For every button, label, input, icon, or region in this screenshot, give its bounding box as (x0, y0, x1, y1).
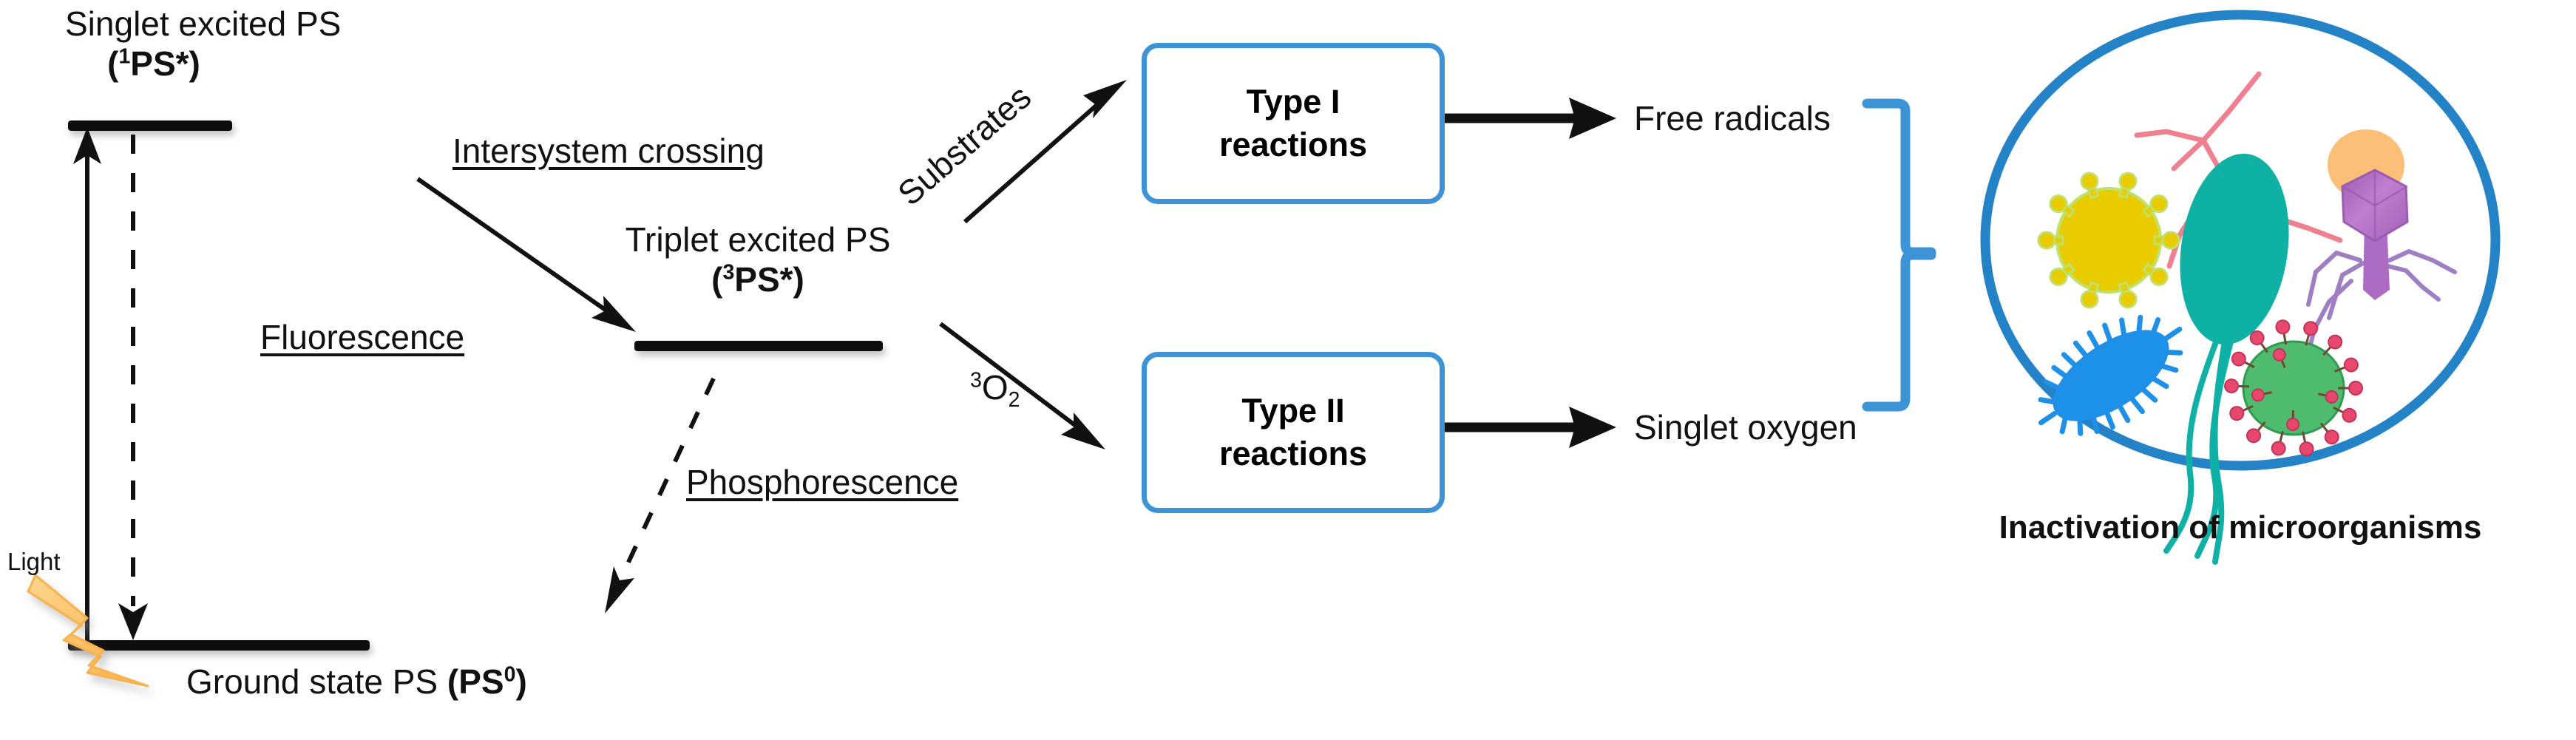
bacteriophage-icon (2306, 169, 2457, 356)
type-i-reactions-box[interactable]: Type I reactions (1142, 43, 1445, 204)
singlet-oxygen-label: Singlet oxygen (1634, 408, 1857, 447)
spiked-virus-icon (2037, 172, 2180, 309)
triplet-level-title: Triplet excited PS (625, 220, 891, 259)
intersystem-crossing-label: Intersystem crossing (453, 132, 765, 170)
singlet-level-title: Singlet excited PS (65, 4, 342, 43)
triplet-level-symbol: (3PS*) (711, 260, 804, 299)
curly-bracket-icon (1862, 98, 1936, 412)
phosphorescence-arrow (605, 377, 716, 614)
absorption-arrow (73, 127, 101, 643)
substrates-arrow (963, 80, 1127, 224)
rod-bacterium-body (2180, 153, 2289, 345)
energy-level-lines (68, 120, 883, 651)
type-i-line2: reactions (1218, 126, 1368, 163)
type-ii-reactions-box[interactable]: Type II reactions (1142, 352, 1445, 513)
ground-level-label: Ground state PS (PS0) (186, 662, 527, 701)
phosphorescence-label: Phosphorescence (686, 463, 959, 501)
oxygen-arrow (939, 322, 1105, 449)
triplet-oxygen-label: 3O2 (970, 368, 1020, 413)
ground-level-title: Ground state PS (186, 662, 447, 701)
singlet-symbol-body: PS*) (130, 44, 200, 83)
outcome-caption: Inactivation of microorganisms (1999, 509, 2482, 546)
type-i-line1: Type I (1246, 82, 1340, 120)
triplet-symbol-body: PS*) (734, 260, 804, 299)
fluorescence-arrow (118, 135, 148, 640)
type-i-product-arrow (1438, 98, 1616, 139)
type-ii-product-arrow (1438, 407, 1616, 448)
intersystem-crossing-arrow (416, 177, 636, 332)
free-radicals-label: Free radicals (1634, 99, 1831, 138)
ground-level-symbol: (PS0) (447, 662, 527, 701)
triplet-level-line (634, 341, 883, 351)
singlet-level-symbol: (1PS*) (107, 44, 200, 83)
singlet-level-line (68, 120, 232, 131)
type-ii-line1: Type II (1241, 391, 1345, 430)
flagellated-bacterium-icon (2038, 314, 2183, 436)
phage-tail (2363, 222, 2390, 300)
microorganism-field (1980, 10, 2501, 565)
lightning-bolt-icon (27, 574, 149, 688)
ground-level-line (68, 640, 370, 651)
fluorescence-label: Fluorescence (260, 318, 465, 356)
light-label: Light (7, 548, 61, 575)
type-ii-line2: reactions (1218, 435, 1368, 472)
coronavirus-icon (2224, 319, 2363, 457)
rod-bacterium-icon (2163, 153, 2289, 565)
singlet-multiplicity: 1 (118, 44, 131, 69)
triplet-multiplicity: 3 (722, 260, 735, 285)
